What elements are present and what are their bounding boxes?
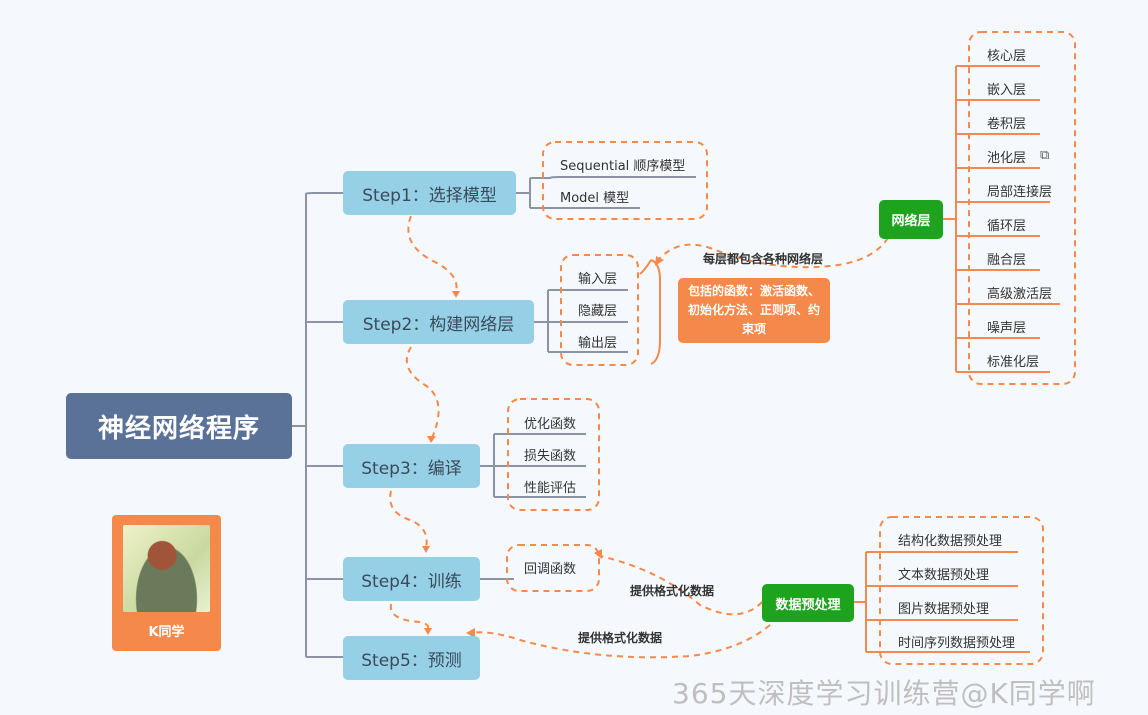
network-layer-node[interactable]: 网络层 — [879, 200, 943, 239]
metrics-item[interactable]: 性能评估 — [524, 481, 577, 496]
edge-label-format-data-1: 提供格式化数据 — [630, 584, 715, 598]
watermark: 365天深度学习训练营@K同学啊 — [672, 677, 1096, 710]
normalization-layer-item[interactable]: 标准化层 — [987, 355, 1040, 370]
step3-node[interactable]: Step3：编译 — [343, 444, 480, 488]
step5-node[interactable]: Step5：预测 — [343, 636, 480, 680]
avatar-card[interactable]: K同学 — [112, 515, 221, 651]
advanced-activation-layer-item[interactable]: 高级激活层 — [987, 287, 1053, 302]
avatar-name: K同学 — [148, 625, 185, 640]
core-layer-item[interactable]: 核心层 — [987, 49, 1027, 64]
timeseries-preprocess-item[interactable]: 时间序列数据预处理 — [898, 636, 1016, 651]
function-note[interactable]: 包括的函数：激活函数、初始化方法、正则项、约束项 — [678, 278, 830, 343]
preprocess-node[interactable]: 数据预处理 — [762, 584, 854, 622]
step4-node[interactable]: Step4：训练 — [343, 557, 480, 601]
sequential-model-item[interactable]: Sequential 顺序模型 — [560, 159, 686, 174]
locally-connected-layer-item[interactable]: 局部连接层 — [987, 185, 1053, 200]
output-layer-item[interactable]: 输出层 — [578, 336, 618, 351]
input-layer-item[interactable]: 输入层 — [578, 272, 618, 287]
optimizer-item[interactable]: 优化函数 — [524, 417, 577, 432]
text-preprocess-item[interactable]: 文本数据预处理 — [898, 568, 990, 583]
image-preprocess-item[interactable]: 图片数据预处理 — [898, 602, 990, 617]
hidden-layer-item[interactable]: 隐藏层 — [578, 304, 618, 319]
root-node[interactable]: 神经网络程序 — [66, 393, 292, 459]
callback-item[interactable]: 回调函数 — [524, 562, 577, 577]
every-layer-label: 每层都包含各种网络层 — [703, 252, 824, 266]
step2-node[interactable]: Step2：构建网络层 — [343, 300, 534, 344]
loss-item[interactable]: 损失函数 — [524, 449, 577, 464]
recurrent-layer-item[interactable]: 循环层 — [987, 219, 1027, 234]
noise-layer-item[interactable]: 噪声层 — [987, 321, 1027, 336]
edge-label-format-data-2: 提供格式化数据 — [578, 631, 663, 645]
link-icon[interactable]: ⧉ — [1040, 148, 1050, 163]
step1-node[interactable]: Step1：选择模型 — [343, 171, 516, 215]
embedding-layer-item[interactable]: 嵌入层 — [987, 83, 1027, 98]
merge-layer-item[interactable]: 融合层 — [987, 253, 1027, 268]
model-item[interactable]: Model 模型 — [560, 191, 630, 206]
avatar — [123, 525, 210, 612]
structured-preprocess-item[interactable]: 结构化数据预处理 — [898, 534, 1003, 549]
conv-layer-item[interactable]: 卷积层 — [987, 117, 1027, 132]
pooling-layer-item[interactable]: 池化层 — [987, 151, 1027, 166]
